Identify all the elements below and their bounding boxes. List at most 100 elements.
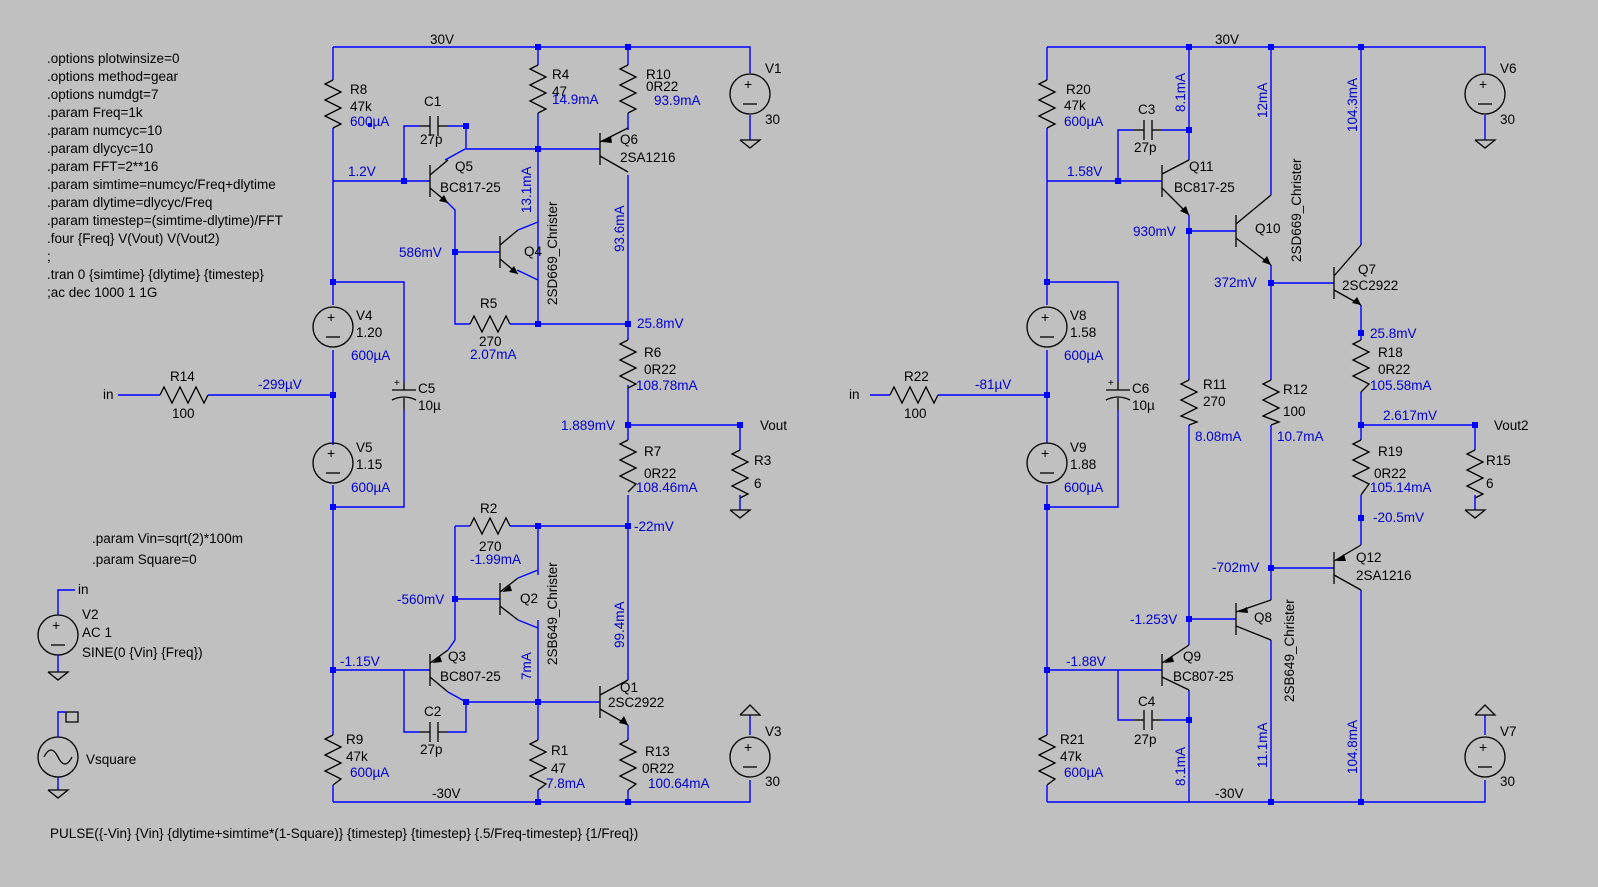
value: 6 bbox=[1486, 476, 1494, 491]
ref: V4 bbox=[356, 308, 373, 323]
ref: C1 bbox=[424, 94, 441, 109]
current-readout: 600µA bbox=[1064, 480, 1103, 495]
ref: R8 bbox=[350, 82, 367, 97]
value: 47k bbox=[350, 99, 372, 114]
directive-line: .param Freq=1k bbox=[47, 105, 143, 120]
ref: C3 bbox=[1138, 102, 1155, 117]
current-readout: 600µA bbox=[350, 765, 389, 780]
model: BC817-25 bbox=[1174, 180, 1235, 195]
right-wires bbox=[870, 46, 1486, 803]
ref: R19 bbox=[1378, 444, 1403, 459]
value: 30 bbox=[765, 112, 780, 127]
param-square[interactable]: .param Square=0 bbox=[92, 552, 197, 567]
directive-line: .options numdgt=7 bbox=[47, 87, 158, 102]
directive-line: .options plotwinsize=0 bbox=[47, 51, 179, 66]
current-readout: 7.8mA bbox=[546, 776, 585, 791]
ref: R11 bbox=[1203, 377, 1227, 392]
ref: Q6 bbox=[620, 132, 638, 147]
value: 47 bbox=[552, 84, 567, 99]
current-readout: 105.58mA bbox=[1370, 378, 1432, 393]
ref: R21 bbox=[1060, 732, 1085, 747]
current-readout: 100.64mA bbox=[648, 776, 710, 791]
current-readout: 108.46mA bbox=[636, 480, 698, 495]
value: 1.20 bbox=[356, 325, 382, 340]
ref: R2 bbox=[480, 501, 497, 516]
param-vin[interactable]: .param Vin=sqrt(2)*100m bbox=[92, 531, 243, 546]
node-voltage: 930mV bbox=[1133, 224, 1176, 239]
value: 100 bbox=[172, 406, 195, 421]
current-readout: 11.1mA bbox=[1255, 722, 1270, 768]
ref: R4 bbox=[552, 67, 570, 82]
svg-text:+: + bbox=[52, 617, 60, 633]
ref: Q4 bbox=[524, 244, 543, 259]
model: 2SA1216 bbox=[1356, 568, 1412, 583]
value: 47k bbox=[1064, 98, 1086, 113]
current-readout: 600µA bbox=[350, 114, 389, 129]
model: 2SD669_Christer bbox=[1289, 158, 1304, 262]
net-label-in: in bbox=[78, 582, 89, 597]
ref: C5 bbox=[418, 381, 435, 396]
svg-text:+: + bbox=[1479, 76, 1487, 92]
value: 270 bbox=[479, 539, 502, 554]
current-readout: 600µA bbox=[1064, 765, 1103, 780]
node-voltage: -20.5mV bbox=[1373, 510, 1424, 525]
spice-directives[interactable]: .options plotwinsize=0 .options method=g… bbox=[47, 51, 283, 300]
value: 27p bbox=[1134, 140, 1157, 155]
ref: R22 bbox=[904, 369, 929, 384]
net-label-in: in bbox=[103, 387, 114, 402]
node-voltage: -702mV bbox=[1212, 560, 1259, 575]
node-voltage: -1.15V bbox=[340, 654, 380, 669]
current-readout: 12mA bbox=[1255, 83, 1270, 118]
ref: Q9 bbox=[1183, 649, 1201, 664]
ref: Q1 bbox=[620, 680, 638, 695]
directive-line: .param dlytime=dlycyc/Freq bbox=[47, 195, 212, 210]
left-wires bbox=[118, 46, 751, 803]
value: 27p bbox=[1134, 732, 1157, 747]
directive-line: ; bbox=[47, 249, 51, 264]
model: BC817-25 bbox=[440, 180, 501, 195]
model: 2SC2922 bbox=[608, 695, 664, 710]
node-voltage: -560mV bbox=[397, 592, 444, 607]
node-voltage: 372mV bbox=[1214, 275, 1257, 290]
node-voltage: 1.889mV bbox=[561, 418, 615, 433]
ref: Q5 bbox=[455, 159, 473, 174]
current-readout: 93.6mA bbox=[612, 205, 627, 252]
directive-line: .param FFT=2**16 bbox=[47, 159, 158, 174]
current-readout: 2.07mA bbox=[470, 347, 517, 362]
ref: Q11 bbox=[1189, 159, 1214, 174]
svg-text:+: + bbox=[1108, 378, 1114, 389]
value: 47 bbox=[551, 761, 566, 776]
value: 270 bbox=[479, 334, 502, 349]
directive-line: .param simtime=numcyc/Freq+dlytime bbox=[47, 177, 276, 192]
pulse-directive[interactable]: PULSE({-Vin} {Vin} {dlytime+simtime*(1-S… bbox=[50, 826, 638, 841]
model: 2SB649_Christer bbox=[1282, 599, 1297, 702]
right-components: + + + + bbox=[889, 73, 1506, 786]
value: 27p bbox=[420, 132, 443, 147]
ref: C6 bbox=[1132, 381, 1149, 396]
current-readout: 108.78mA bbox=[636, 378, 698, 393]
ref: V7 bbox=[1500, 724, 1517, 739]
model: BC807-25 bbox=[440, 669, 501, 684]
svg-text:+: + bbox=[1041, 309, 1049, 325]
current-readout: 8.1mA bbox=[1173, 747, 1188, 786]
current-readout: 600µA bbox=[351, 480, 390, 495]
value: 0R22 bbox=[1374, 466, 1406, 481]
current-readout: 93.9mA bbox=[654, 93, 701, 108]
model: 2SA1216 bbox=[620, 150, 676, 165]
ref: V3 bbox=[765, 724, 782, 739]
node-voltage: 2.617mV bbox=[1383, 408, 1437, 423]
ref: R15 bbox=[1486, 453, 1511, 468]
ref: R20 bbox=[1066, 82, 1091, 97]
value: 0R22 bbox=[646, 79, 678, 94]
rail-label: -30V bbox=[1215, 786, 1244, 801]
directive-line: ;ac dec 1000 1 1G bbox=[47, 285, 157, 300]
ref: V5 bbox=[356, 440, 373, 455]
value: 1.88 bbox=[1070, 457, 1096, 472]
node-voltage: -81µV bbox=[975, 377, 1011, 392]
source-function: SINE(0 {Vin} {Freq}) bbox=[82, 645, 203, 660]
value: 27p bbox=[420, 742, 443, 757]
right-labels: 30V R20 47k 600µA C3 27p 8.1mA 12mA 104.… bbox=[849, 32, 1529, 801]
ref: R7 bbox=[644, 444, 661, 459]
svg-text:+: + bbox=[1479, 739, 1487, 755]
